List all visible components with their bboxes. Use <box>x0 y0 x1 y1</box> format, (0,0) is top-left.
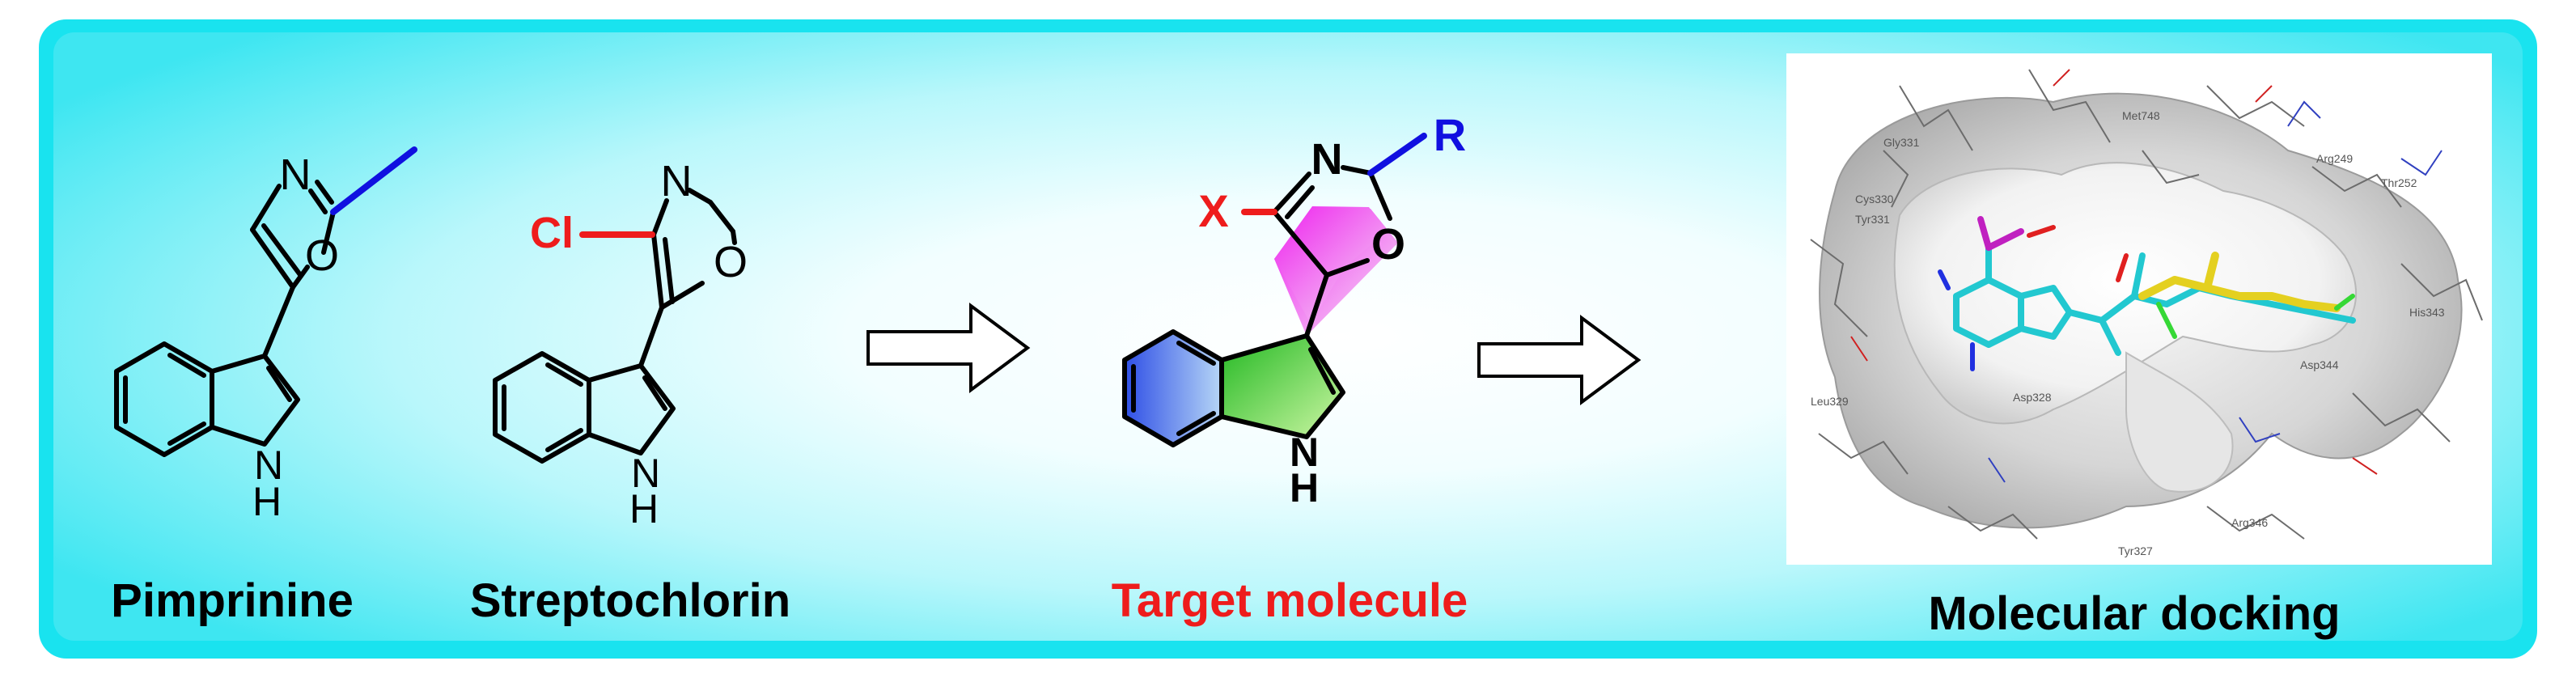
oxygen-label: O <box>1371 220 1405 269</box>
target-molecule-structure: X R N O N H <box>1122 109 1466 510</box>
x-substituent-label: X <box>1198 185 1228 236</box>
streptochlorin-structure: Cl N O N H <box>493 157 748 532</box>
oxygen-label: O <box>714 238 748 286</box>
docking-image: Met748 Arg249 Thr252 Gly331 Cys330 Tyr33… <box>1786 53 2492 565</box>
residue-label: Tyr331 <box>1855 213 1890 226</box>
nh-label: N <box>1290 430 1319 475</box>
caption-target-molecule: Target molecule <box>1111 574 1468 627</box>
r-bond <box>1367 133 1427 176</box>
caption-pimprinine: Pimprinine <box>111 574 354 627</box>
nitrogen-label: N <box>1311 135 1343 184</box>
h-label: H <box>629 486 659 532</box>
residue-label: Asp328 <box>2013 391 2052 404</box>
residue-label: Asp344 <box>2300 358 2339 371</box>
h-label: H <box>1290 465 1319 510</box>
nh-label: N <box>254 443 283 488</box>
residue-label: Tyr327 <box>2118 544 2153 557</box>
residue-label: Arg346 <box>2231 516 2268 529</box>
nitrogen-label: N <box>661 157 693 205</box>
residue-label: Thr252 <box>2381 176 2417 189</box>
residue-label: Cys330 <box>1855 193 1894 205</box>
r-substituent-label: R <box>1434 109 1466 160</box>
pimprinine-structure: N O N H <box>114 146 417 524</box>
nitrogen-label: N <box>280 150 311 199</box>
caption-molecular-docking: Molecular docking <box>1928 587 2341 640</box>
residue-label: Arg249 <box>2316 152 2353 165</box>
residue-label: Met748 <box>2122 109 2160 122</box>
oxygen-label: O <box>305 231 339 280</box>
residue-label: Gly331 <box>1883 136 1920 149</box>
chlorine-label: Cl <box>530 209 574 257</box>
residue-label: His343 <box>2409 306 2445 319</box>
methyl-bond <box>330 146 417 215</box>
h-label: H <box>252 479 282 524</box>
arrow-1 <box>866 303 1031 393</box>
residue-label: Leu329 <box>1811 395 1849 408</box>
nh-label: N <box>631 451 660 496</box>
arrow-2 <box>1477 315 1642 405</box>
caption-streptochlorin: Streptochlorin <box>469 574 791 627</box>
